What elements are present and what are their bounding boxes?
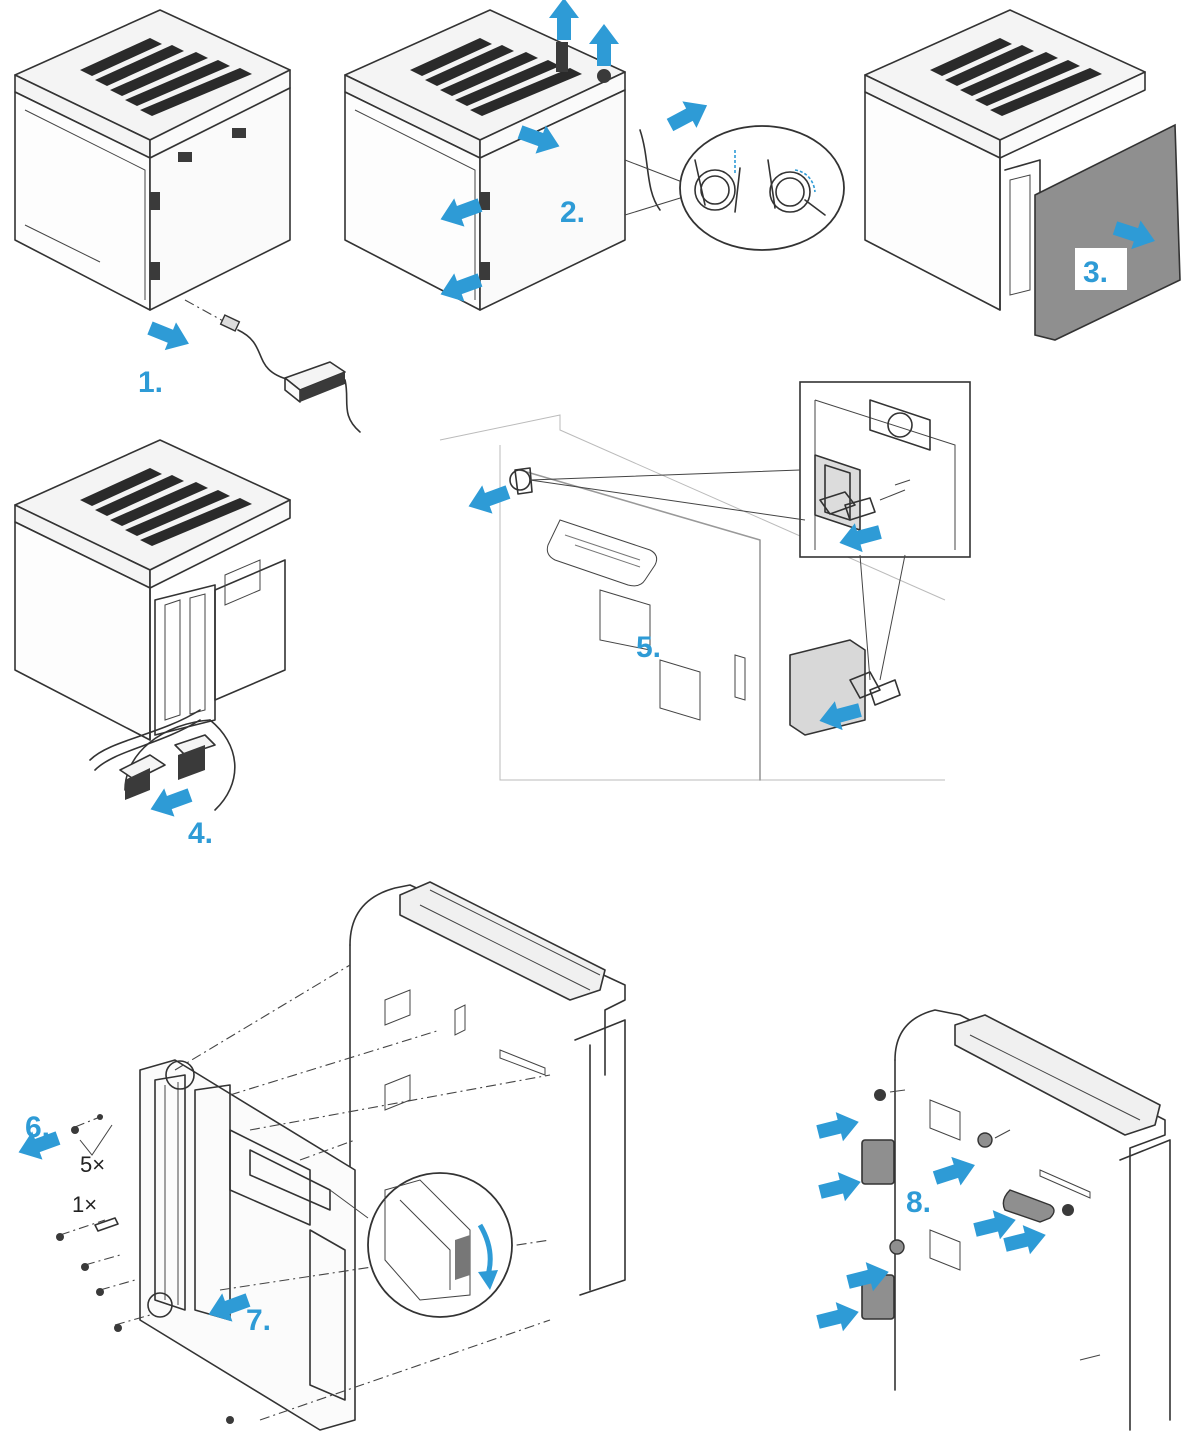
callout-lines-5	[529, 469, 806, 521]
arrow-fitting-1	[463, 477, 514, 521]
housing-drawing	[349, 881, 626, 1296]
step-label-7: 7.	[246, 1304, 271, 1337]
grille-vents	[80, 38, 252, 116]
unit-drawing-2	[344, 9, 626, 311]
screw-quantity: 5×	[80, 1152, 105, 1177]
clip-detail-magnifier	[679, 125, 845, 251]
unit-drawing-1	[14, 9, 291, 311]
screws	[56, 1114, 234, 1424]
step-label-8: 8.	[906, 1186, 931, 1219]
arrow-unplug	[144, 314, 195, 358]
step-label-5: 5.	[636, 631, 661, 664]
panel-step-1: 1.	[14, 9, 361, 433]
arrow-insert-7	[814, 1297, 863, 1337]
step-label-2: 2.	[560, 196, 585, 229]
module-drawing	[139, 1059, 356, 1431]
label-backdrop	[1075, 248, 1127, 290]
arrow-lift-1	[549, 0, 579, 40]
alignment-lines	[59, 964, 551, 1421]
callout-lines	[624, 159, 691, 216]
fitting-detail-inset	[799, 381, 971, 558]
arrow-insert-3	[930, 1150, 980, 1193]
step-label-3: 3.	[1083, 256, 1108, 289]
removed-side-panel	[1034, 123, 1181, 341]
pin-quantity: 1×	[72, 1192, 97, 1217]
step-label-4: 4.	[188, 817, 213, 850]
panel-step-3: 3.	[864, 9, 1181, 341]
magnifier-pointer	[329, 1189, 369, 1219]
screw-check-mark	[79, 1124, 113, 1156]
connector-detail-magnifier	[89, 709, 236, 811]
unit-drawing-4	[14, 439, 291, 741]
tab-detail-magnifier	[367, 1172, 513, 1318]
panel-step-2: 2.	[344, 0, 845, 311]
arrow-tube	[662, 92, 715, 139]
unit-drawing-3	[864, 9, 1146, 311]
step-label-1: 1.	[138, 366, 163, 399]
panel-step-8: 8.	[814, 1009, 1171, 1431]
panel-step-4: 4.	[14, 439, 291, 850]
panel-step-5: 5.	[439, 381, 971, 781]
step-label-6: 6.	[25, 1111, 50, 1144]
arrow-insert-1	[814, 1107, 863, 1147]
panel-step-6-7: 5× 1× 6. 7.	[13, 881, 626, 1431]
tube	[639, 129, 661, 211]
power-adapter	[184, 299, 361, 433]
callout-lines-5b	[859, 554, 906, 681]
housing-drawing-8	[894, 1009, 1171, 1431]
arrow-insert-2	[816, 1167, 865, 1207]
plugs	[861, 1089, 1074, 1320]
